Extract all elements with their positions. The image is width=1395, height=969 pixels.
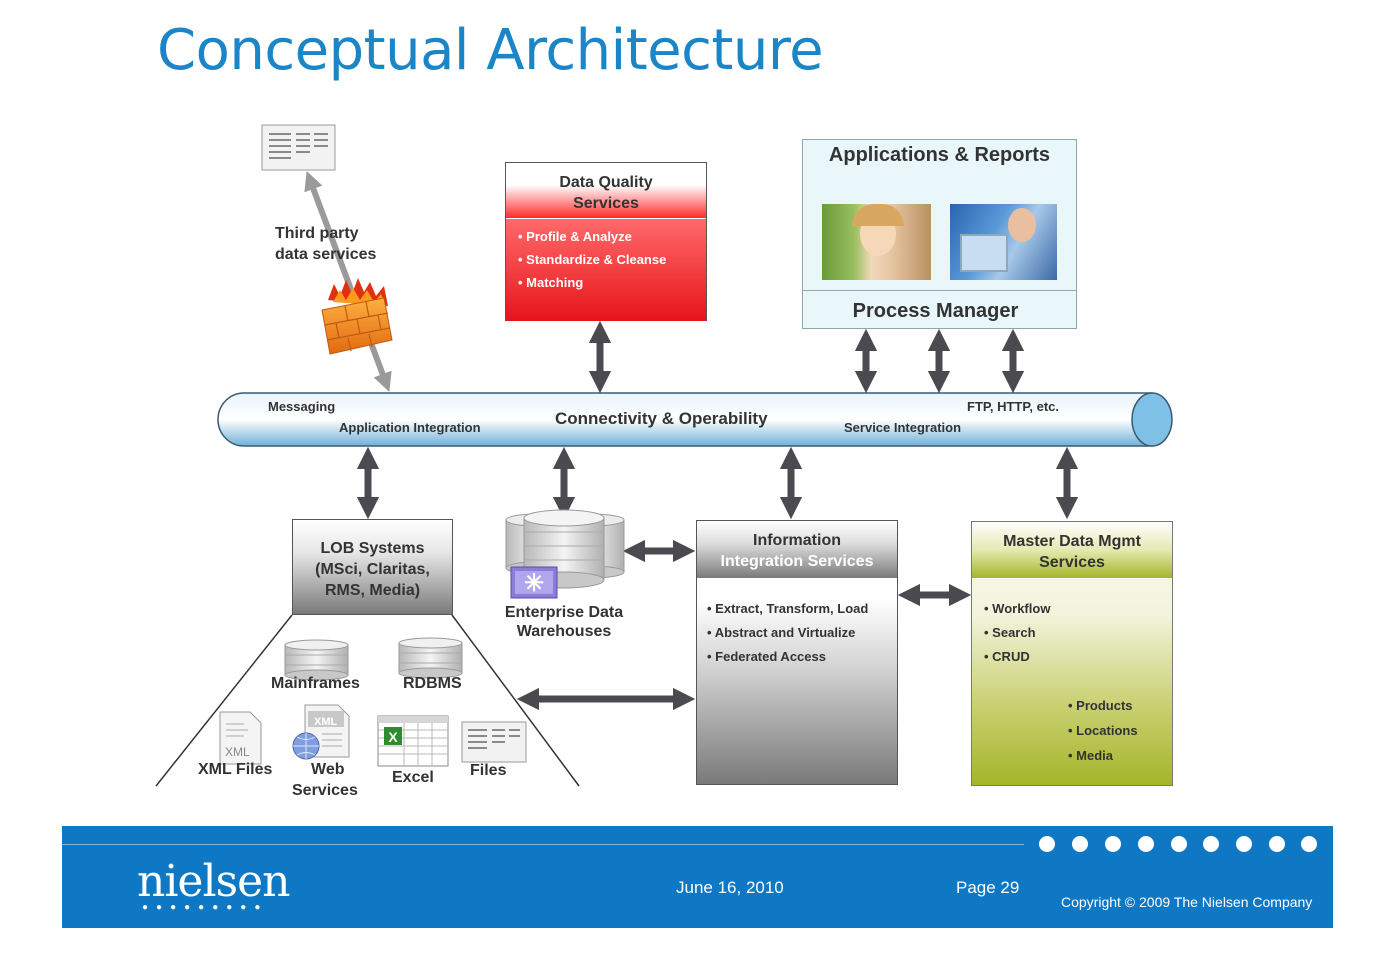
- rdbms-database-icon: [398, 637, 463, 679]
- applications-reports-box: Applications & Reports Process Manager: [802, 139, 1077, 329]
- edw-line2: Warehouses: [516, 623, 612, 640]
- list-item: Profile & Analyze: [518, 229, 706, 244]
- list-item: CRUD: [984, 649, 1172, 664]
- footer-dot: [1269, 836, 1285, 852]
- footer-dot: [1105, 836, 1121, 852]
- nielsen-logo: nielsen: [137, 856, 290, 907]
- third-party-label: Third party data services: [275, 223, 376, 265]
- footer-dot: [1171, 836, 1187, 852]
- analyst-photo-image: [950, 204, 1057, 280]
- footer-dot: [1138, 836, 1154, 852]
- svg-text:X: X: [388, 729, 398, 745]
- data-quality-subtitle: Services: [573, 195, 639, 212]
- bus-center-label: Connectivity & Operability: [555, 409, 768, 428]
- footer-date: June 16, 2010: [676, 878, 784, 897]
- data-quality-box: Data Quality Services Profile & Analyze …: [505, 162, 707, 321]
- third-party-line1: Third party: [275, 225, 359, 242]
- footer-page-number: Page 29: [956, 878, 1020, 897]
- xml-files-label: XML Files: [198, 761, 273, 778]
- xml-file-icon: [219, 711, 262, 765]
- svg-text:✳: ✳: [524, 570, 544, 597]
- iis-subtitle: Integration Services: [720, 553, 874, 570]
- lob-line2: (MSci, Claritas,: [315, 561, 430, 578]
- footer-dot: [1236, 836, 1252, 852]
- mainframes-database-icon: [284, 639, 349, 681]
- edw-label: Enterprise Data Warehouses: [497, 603, 631, 641]
- third-party-arrow: [304, 171, 392, 392]
- list-item: Workflow: [984, 601, 1172, 616]
- files-label: Files: [470, 762, 507, 779]
- list-item: Search: [984, 625, 1172, 640]
- list-item: Abstract and Virtualize: [707, 625, 897, 640]
- mdm-list: Workflow Search CRUD: [984, 601, 1172, 664]
- web-services-line2: Services: [292, 782, 358, 799]
- information-integration-box: Information Integration Services Extract…: [696, 520, 898, 785]
- bus-messaging-label: Messaging: [268, 399, 336, 414]
- list-item: Standardize & Cleanse: [518, 252, 706, 267]
- web-services-icon: [292, 704, 350, 760]
- xml-file-badge: XML: [225, 745, 250, 759]
- footer-dot: [1203, 836, 1219, 852]
- bus-app-integration-label: Application Integration: [339, 420, 481, 435]
- process-manager-label: Process Manager: [852, 300, 1019, 322]
- list-item: Federated Access: [707, 649, 897, 664]
- footer-bar: nielsen ●●●●●●●●● June 16, 2010 Page 29 …: [62, 826, 1333, 928]
- web-services-label: Web Services: [292, 759, 358, 801]
- data-quality-title: Data Quality: [559, 174, 653, 191]
- document-icon: [261, 124, 336, 171]
- footer-dot: [1301, 836, 1317, 852]
- mdm-title: Master Data Mgmt: [1003, 533, 1141, 550]
- footer-dot: [1072, 836, 1088, 852]
- asterisk-icon: ✳: [510, 566, 558, 599]
- rdbms-label: RDBMS: [403, 675, 462, 692]
- list-item: Products: [1068, 698, 1138, 714]
- bus-service-integration-label: Service Integration: [844, 420, 962, 435]
- excel-label: Excel: [392, 769, 434, 786]
- page-title: Conceptual Architecture: [157, 18, 824, 83]
- connector-arrows: [356, 320, 1079, 711]
- bus-protocols-label: FTP, HTTP, etc.: [967, 399, 1059, 414]
- footer-copyright: Copyright © 2009 The Nielsen Company: [1061, 894, 1313, 910]
- master-data-box: Master Data Mgmt Services Workflow Searc…: [971, 521, 1173, 786]
- firewall-icon: [321, 278, 393, 355]
- operator-photo-image: [822, 204, 931, 280]
- list-item: Matching: [518, 275, 706, 290]
- data-quality-list: Profile & Analyze Standardize & Cleanse …: [518, 229, 706, 290]
- list-item: Media: [1068, 748, 1138, 764]
- lob-systems-box: LOB Systems (MSci, Claritas, RMS, Media): [292, 519, 453, 615]
- web-services-line1: Web: [311, 761, 345, 778]
- logo-dots: ●●●●●●●●●: [142, 902, 269, 913]
- third-party-line2: data services: [275, 246, 377, 263]
- connectivity-bus: [217, 392, 1173, 447]
- lob-title: LOB Systems: [320, 540, 425, 557]
- iis-list: Extract, Transform, Load Abstract and Vi…: [707, 601, 897, 664]
- footer-dot: [1039, 836, 1055, 852]
- excel-icon: X: [377, 715, 449, 767]
- applications-title: Applications & Reports: [828, 144, 1051, 166]
- mdm-db-list: Products Locations Media: [1068, 698, 1138, 764]
- lob-line3: RMS, Media): [324, 582, 421, 599]
- web-services-badge: XML: [314, 716, 338, 728]
- mdm-subtitle: Services: [1039, 554, 1105, 571]
- list-item: Extract, Transform, Load: [707, 601, 897, 616]
- files-icon: [461, 721, 527, 763]
- edw-line1: Enterprise Data: [504, 604, 624, 621]
- mainframes-label: Mainframes: [271, 675, 360, 692]
- iis-title: Information: [753, 532, 841, 549]
- list-item: Locations: [1068, 723, 1137, 739]
